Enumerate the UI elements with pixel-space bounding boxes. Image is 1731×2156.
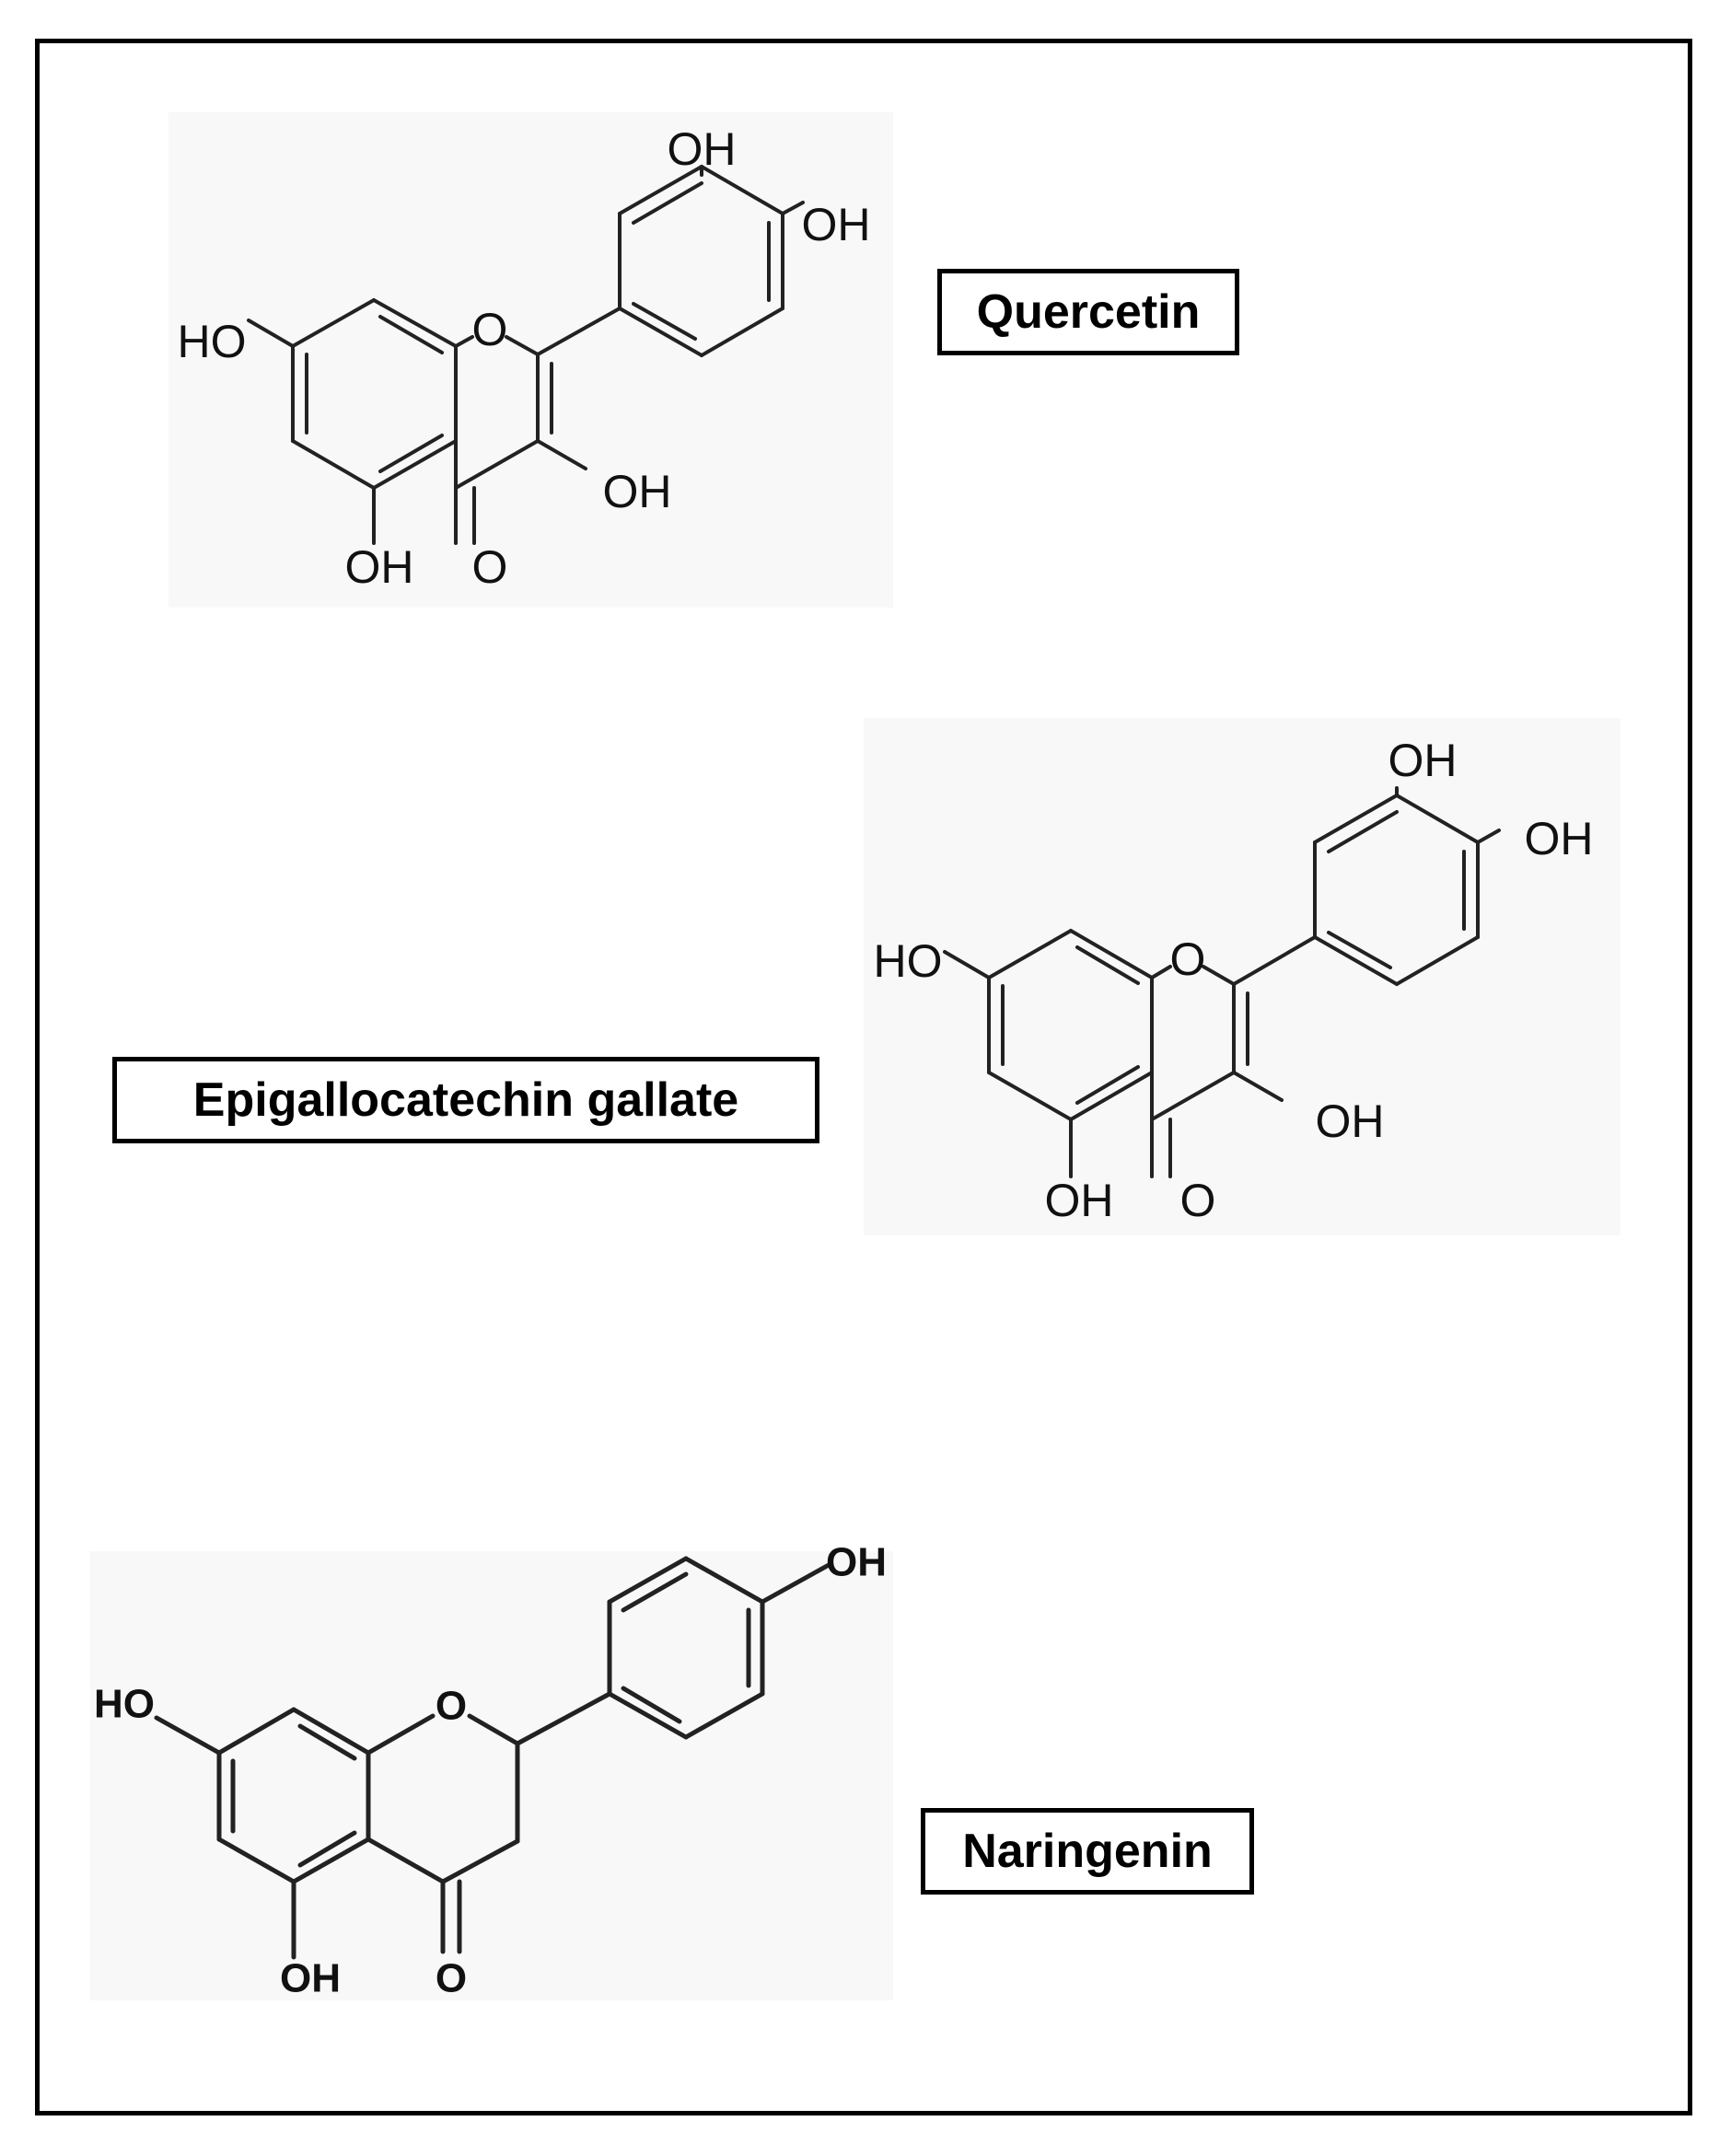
compound-label-2: Epigallocatechin gallate [112,1057,819,1143]
s1-oh-5: OH [345,541,414,593]
s2-c4-o: O [1180,1175,1216,1226]
s1-oh-3: OH [603,466,672,517]
s1-oh-3p: OH [668,123,737,175]
structure-3-background [90,1551,893,2000]
s3-c4-o: O [436,1956,467,2001]
s2-oh-5: OH [1045,1175,1114,1226]
s2-oh-3: OH [1316,1095,1385,1147]
structure-2-bonds [943,786,1501,1178]
s3-oh-5: OH [280,1956,341,2001]
structure-3-bonds [154,1556,831,1960]
s3-oh-4p: OH [826,1540,887,1585]
s1-oh-4p: OH [802,199,871,250]
s2-oh-3p: OH [1388,735,1458,786]
structure-1-background [168,112,893,608]
s2-ring-o: O [1170,933,1206,985]
s2-oh-4p: OH [1525,813,1594,864]
s3-oh-7: HO [94,1682,155,1727]
s1-c4-o: O [472,541,508,593]
s1-ring-o: O [472,304,508,355]
structure-1-bonds [247,165,805,545]
compound-label-1: Quercetin [937,269,1239,355]
s2-oh-7: HO [874,935,943,987]
s1-oh-7: HO [178,316,247,367]
compound-label-3: Naringenin [921,1808,1254,1895]
s3-ring-o: O [436,1684,467,1729]
